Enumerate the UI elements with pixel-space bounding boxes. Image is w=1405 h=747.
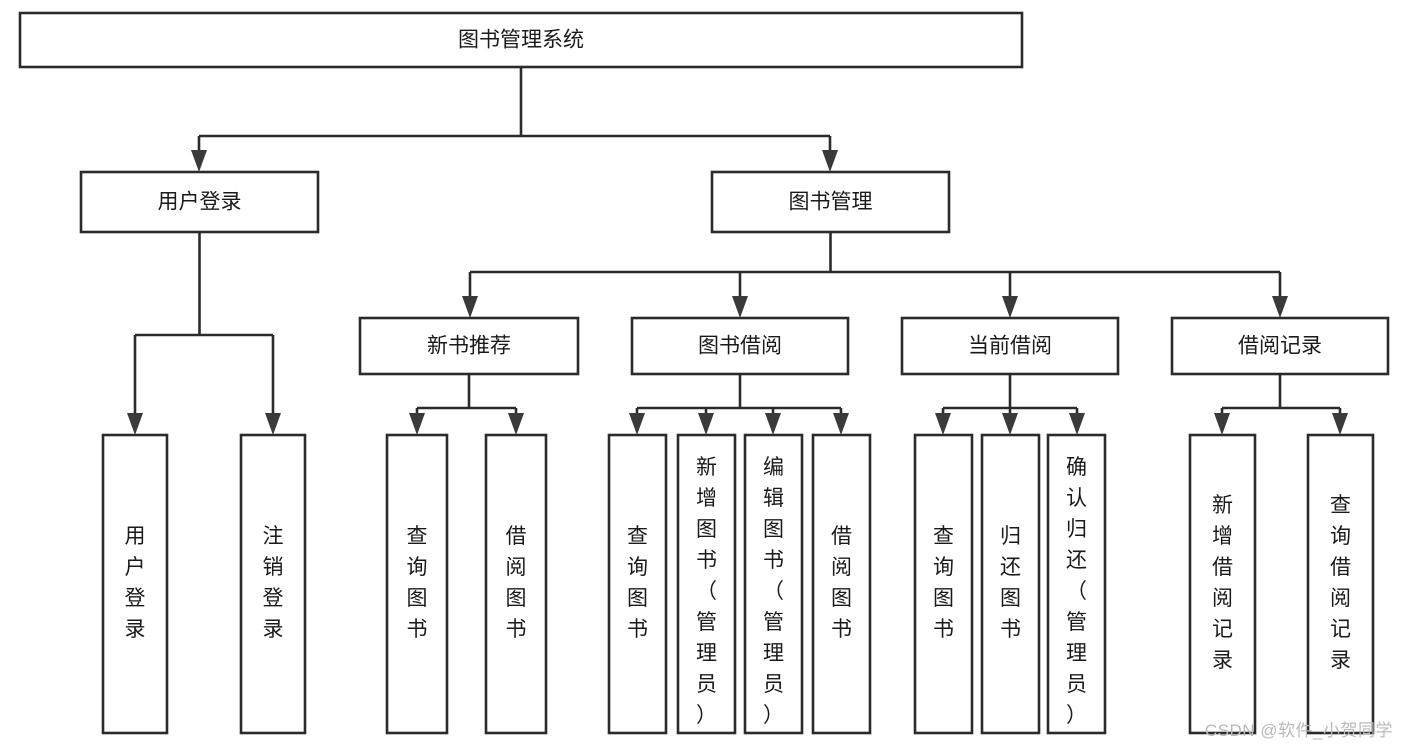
node-label-undefined: 图书管理系统 [458, 29, 584, 52]
node-label-query-book-1: 查询图书 [407, 525, 428, 641]
node-query-book-2[interactable]: 查询图书 [607, 433, 668, 735]
node-borrow-book-2[interactable]: 借阅图书 [811, 433, 872, 735]
arrow-head-icon [1332, 413, 1348, 435]
node-edit-book[interactable]: 编辑图书（管理员） [743, 433, 804, 735]
node-label-query-book-2: 查询图书 [627, 525, 648, 641]
node-box-borrow-record[interactable] [1170, 316, 1390, 376]
node-box-borrow-book-1[interactable] [484, 433, 548, 735]
node-borrow-record[interactable]: 借阅记录 [1170, 316, 1390, 376]
node-label-user-login-do: 用户登录 [125, 525, 146, 641]
node-label-add-book: 新增图书（管理员） [696, 456, 717, 727]
arrow-head-icon [462, 296, 478, 318]
node-box-query-borrow-record[interactable] [1306, 433, 1375, 735]
arrow-head-icon [765, 413, 781, 435]
node-new-book-recommend[interactable]: 新书推荐 [358, 316, 580, 376]
node-label-book-borrow: 图书借阅 [698, 335, 782, 358]
node-label-edit-book: 编辑图书（管理员） [763, 456, 784, 727]
arrow-head-icon [698, 413, 714, 435]
arrow-head-icon [1214, 413, 1230, 435]
arrow-head-icon [409, 413, 425, 435]
node-box-add-book[interactable] [676, 433, 737, 735]
node-label-query-book-3: 查询图书 [933, 525, 954, 641]
node-query-borrow-record[interactable]: 查询借阅记录 [1306, 433, 1375, 735]
node-confirm-return[interactable]: 确认归还（管理员） [1046, 433, 1107, 735]
arrow-head-icon [1002, 413, 1018, 435]
node-query-book-1[interactable]: 查询图书 [385, 433, 449, 735]
node-user-logout[interactable]: 注销登录 [239, 433, 307, 735]
arrow-head-icon [1002, 296, 1018, 318]
node-box-undefined[interactable] [18, 11, 1024, 69]
node-box-edit-book[interactable] [743, 433, 804, 735]
node-box-query-book-2[interactable] [607, 433, 668, 735]
node-undefined[interactable]: 图书管理系统 [18, 11, 1024, 69]
node-user-login-do[interactable]: 用户登录 [101, 433, 169, 735]
node-box-current-borrow[interactable] [900, 316, 1120, 376]
node-label-confirm-return: 确认归还（管理员） [1066, 456, 1087, 727]
node-label-user-logout: 注销登录 [263, 525, 284, 641]
node-add-book[interactable]: 新增图书（管理员） [676, 433, 737, 735]
node-label-borrow-book-2: 借阅图书 [831, 525, 852, 641]
node-book-manage[interactable]: 图书管理 [710, 170, 951, 234]
node-user-login[interactable]: 用户登录 [79, 170, 320, 234]
node-box-confirm-return[interactable] [1046, 433, 1107, 735]
node-label-borrow-record: 借阅记录 [1238, 335, 1322, 358]
arrow-head-icon [732, 296, 748, 318]
node-box-user-logout[interactable] [239, 433, 307, 735]
connector-layer [127, 67, 1348, 435]
arrow-head-icon [191, 150, 207, 172]
node-return-book[interactable]: 归还图书 [980, 433, 1041, 735]
node-label-borrow-book-1: 借阅图书 [506, 525, 527, 641]
node-box-query-book-1[interactable] [385, 433, 449, 735]
node-query-book-3[interactable]: 查询图书 [913, 433, 974, 735]
node-label-book-manage: 图书管理 [789, 191, 873, 214]
node-label-user-login: 用户登录 [158, 191, 242, 214]
arrow-head-icon [265, 413, 281, 435]
node-current-borrow[interactable]: 当前借阅 [900, 316, 1120, 376]
node-layer: 图书管理系统用户登录用户登录注销登录图书管理新书推荐查询图书借阅图书图书借阅查询… [18, 11, 1390, 735]
arrow-head-icon [935, 413, 951, 435]
arrow-head-icon [508, 413, 524, 435]
node-box-borrow-book-2[interactable] [811, 433, 872, 735]
arrow-head-icon [1069, 413, 1085, 435]
node-box-add-borrow-record[interactable] [1188, 433, 1257, 735]
node-book-borrow[interactable]: 图书借阅 [630, 316, 850, 376]
arrow-head-icon [127, 413, 143, 435]
node-box-book-borrow[interactable] [630, 316, 850, 376]
node-box-new-book-recommend[interactable] [358, 316, 580, 376]
node-box-return-book[interactable] [980, 433, 1041, 735]
node-box-book-manage[interactable] [710, 170, 951, 234]
node-label-add-borrow-record: 新增借阅记录 [1212, 494, 1233, 672]
arrow-head-icon [833, 413, 849, 435]
node-box-user-login-do[interactable] [101, 433, 169, 735]
node-box-query-book-3[interactable] [913, 433, 974, 735]
node-borrow-book-1[interactable]: 借阅图书 [484, 433, 548, 735]
node-box-user-login[interactable] [79, 170, 320, 234]
node-label-return-book: 归还图书 [1000, 525, 1021, 641]
arrow-head-icon [1272, 296, 1288, 318]
arrow-head-icon [822, 150, 838, 172]
arrow-head-icon [629, 413, 645, 435]
node-label-new-book-recommend: 新书推荐 [427, 335, 511, 358]
node-label-query-borrow-record: 查询借阅记录 [1330, 494, 1351, 672]
node-label-current-borrow: 当前借阅 [968, 335, 1052, 358]
node-add-borrow-record[interactable]: 新增借阅记录 [1188, 433, 1257, 735]
